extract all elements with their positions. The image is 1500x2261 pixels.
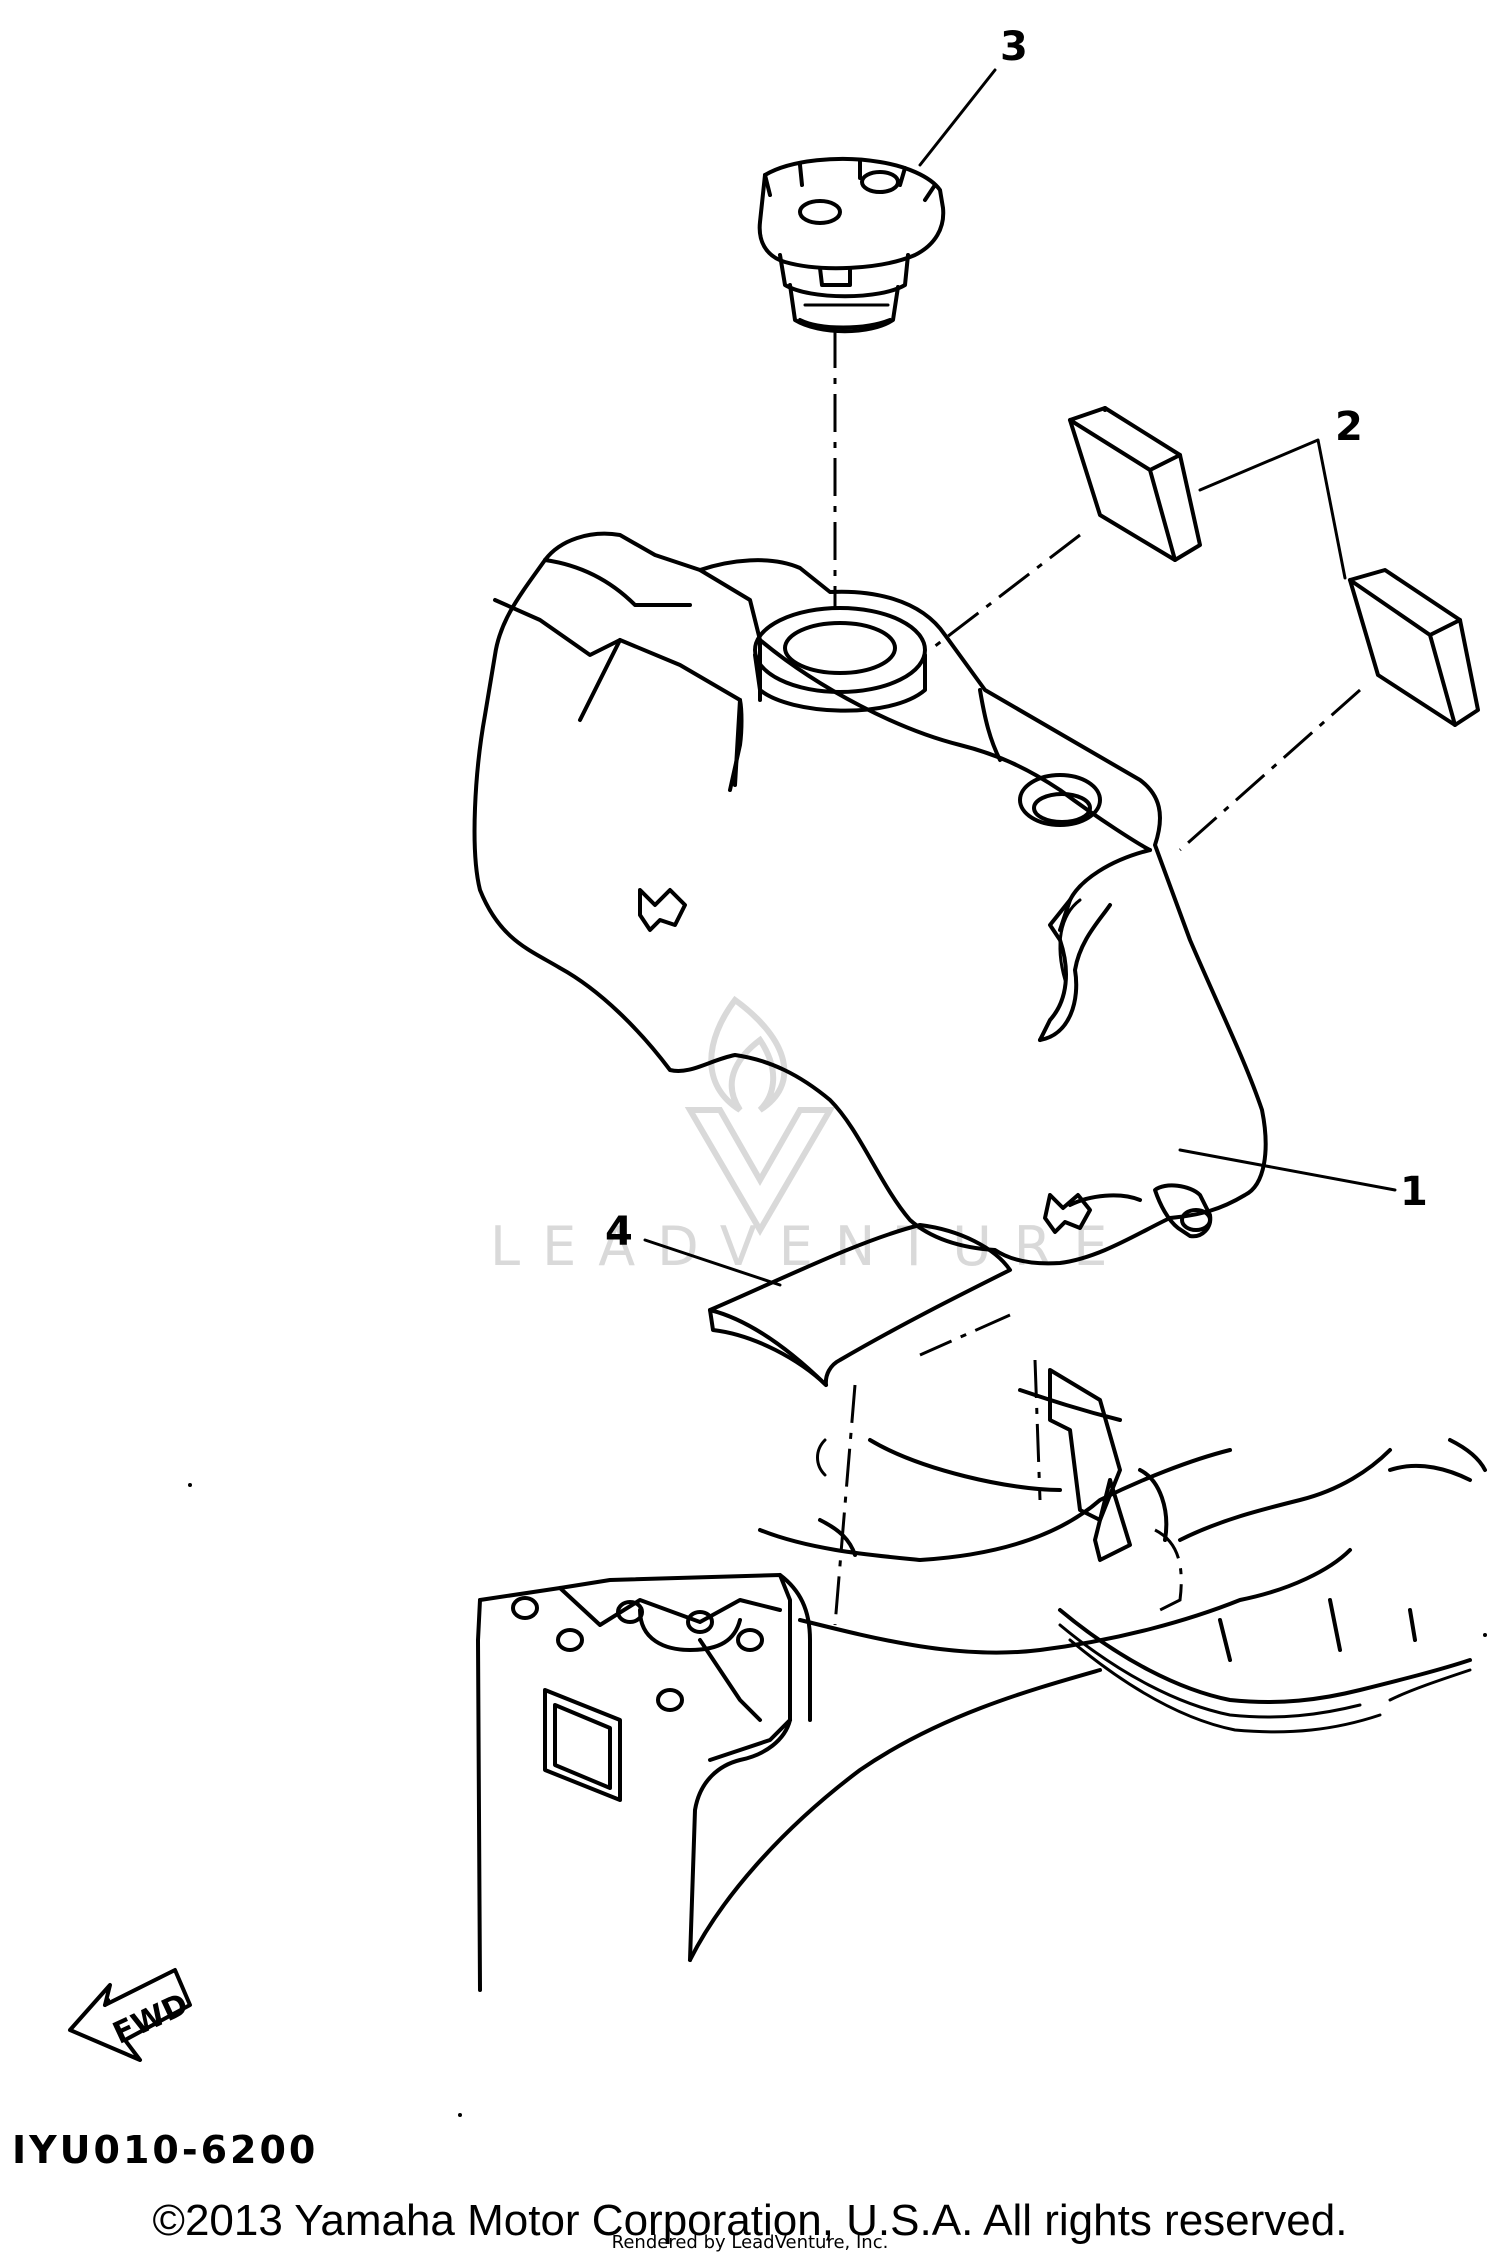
callout-2: 2 <box>1335 404 1363 450</box>
fuel-tank-part <box>472 531 1268 1266</box>
callout-4: 4 <box>605 1209 633 1255</box>
leader-lines <box>643 68 1397 1287</box>
callout-3: 3 <box>1000 24 1028 70</box>
watermark-text: LEADVENTURE <box>490 1215 1129 1278</box>
copyright-notice: ©2013 Yamaha Motor Corporation, U.S.A. A… <box>152 2196 1348 2245</box>
diagram-code: IYU010-6200 <box>12 2128 319 2172</box>
tank-band-part <box>708 1223 1012 1387</box>
scan-specks <box>188 1483 1487 2117</box>
forward-arrow: FWD <box>68 1968 194 2062</box>
rendered-by-notice: Rendered by LeadVenture, Inc. <box>611 2232 889 2253</box>
callout-1: 1 <box>1400 1169 1428 1215</box>
tank-cap-part <box>757 156 946 334</box>
frame-section <box>476 1368 1487 1992</box>
assembly-lines <box>833 330 1361 1626</box>
damper-parts <box>1068 406 1480 727</box>
leadventure-watermark: LEADVENTURE <box>490 995 1129 1278</box>
